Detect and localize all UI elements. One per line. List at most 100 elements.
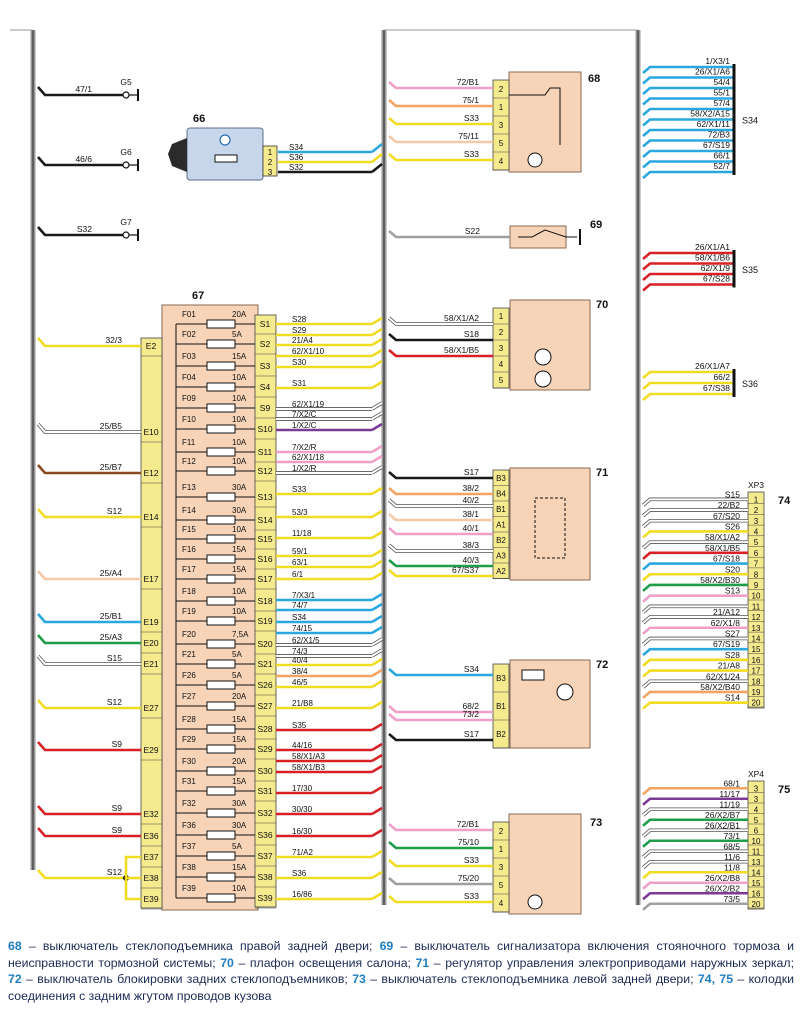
fuse-block-left-pin: E10 — [143, 427, 158, 437]
lock-72-wire — [388, 668, 493, 677]
lamp-70-pin: 1 — [499, 312, 504, 321]
fuse-block-left-pin: E32 — [143, 809, 158, 819]
bus-s35-label: S35 — [742, 265, 758, 275]
fuse-block-right-pin: S19 — [257, 616, 272, 626]
fuse-symbol — [206, 616, 236, 626]
fuse-right-wire-label: S31 — [292, 379, 307, 388]
connector-74-pin: 20 — [752, 699, 761, 708]
fuse-right-wire-label: 16/86 — [292, 890, 313, 899]
bus-s34-wire — [642, 86, 734, 95]
fuse-block-left-pin: E19 — [143, 617, 158, 627]
fuse-right-wire-label: 62/X1/18 — [292, 453, 325, 462]
switch-69-wire-label: S22 — [465, 226, 480, 236]
connector-74-pin: 11 — [752, 602, 761, 611]
mirror-71-wire — [388, 499, 493, 507]
component-66-resistor-icon — [214, 154, 238, 163]
lamp-70-pin: 2 — [499, 328, 504, 337]
connector-74-header: XP3 — [748, 480, 764, 490]
fuse-id: F31 — [182, 777, 196, 786]
connector-74-wire-label: 58/X1/A2 — [705, 532, 740, 542]
fuse-rating: 20A — [232, 692, 247, 701]
fuse-right-wire-label: 62/X1/10 — [292, 347, 325, 356]
fuse-block-right-pin: S28 — [257, 724, 272, 734]
fuse-symbol — [206, 424, 236, 434]
lock-72-wire — [388, 713, 493, 722]
bus-s36-wire — [642, 370, 734, 379]
fuse-rating: 10A — [232, 438, 247, 447]
fuse-right-wire-bend — [371, 849, 383, 859]
fuse-id: F36 — [182, 821, 196, 830]
connector-75-wire-label: 26/X2/B7 — [705, 810, 740, 820]
fuse-symbol — [206, 339, 236, 349]
connector-75-wire-label: 73/1 — [723, 831, 740, 841]
fuse-left-wire — [37, 464, 141, 475]
fuse-right-wire-label: 1/X2/C — [292, 421, 317, 430]
lock-72-pin: B2 — [496, 730, 506, 739]
fuse-id: F20 — [182, 630, 196, 639]
fuse-right-wire-label: 1/X2/R — [292, 464, 317, 473]
connector-75-wire — [642, 797, 748, 806]
connector-74-wire — [642, 605, 748, 614]
connector-75-wire — [642, 870, 748, 880]
fuse-right-wire-bend — [371, 785, 383, 795]
fuse-block-right-pin: S2 — [260, 339, 271, 349]
connector-75-pin: 3 — [754, 784, 759, 793]
fuse-right-wire-bend — [371, 614, 383, 624]
fuse-id: F18 — [182, 587, 196, 596]
switch-73-wire — [388, 859, 493, 868]
connector-74-wire — [642, 647, 748, 657]
switch-73-pin: 3 — [499, 863, 504, 872]
fuse-right-wire-bend — [371, 638, 383, 646]
fuse-id: F14 — [182, 506, 196, 515]
caption-text-0: – выключатель стеклоподъемника правой за… — [21, 939, 380, 953]
fuse-id: F19 — [182, 607, 196, 616]
fuse-rating: 30A — [232, 483, 247, 492]
connector-74-wire — [642, 626, 748, 635]
fuse-id: F32 — [182, 799, 196, 808]
bus-s34-wire-label: 57/4 — [713, 98, 730, 108]
fuse-id: F27 — [182, 692, 196, 701]
fuse-block-right-pin: S9 — [260, 403, 271, 413]
fuse-symbol — [206, 893, 236, 903]
fuse-rating: 15A — [232, 735, 247, 744]
bus-s34-wire-label: 66/1 — [713, 151, 730, 161]
fuse-block-left-pin: E37 — [143, 852, 158, 862]
connector-75-pin: 16 — [752, 889, 761, 898]
fuse-id: F11 — [182, 438, 196, 447]
fuse-rating: 10A — [232, 884, 247, 893]
fuse-block-left-pin: E12 — [143, 468, 158, 478]
connector-74-wire — [642, 690, 748, 699]
connector-74-pin: 1 — [754, 495, 759, 504]
caption-ref-1: 69 — [379, 939, 394, 953]
fuse-id: F21 — [182, 650, 196, 659]
fuse-right-wire-bend — [371, 806, 383, 816]
connector-75-pin: 10 — [752, 837, 761, 846]
switch-73-label: 73 — [590, 817, 602, 829]
switch-68-lamp-icon — [527, 152, 543, 168]
connector-74-pin: 18 — [752, 677, 761, 686]
fuse-left-wire-label: S9 — [112, 825, 123, 835]
ground-wire-label: 46/6 — [75, 154, 92, 164]
fuse-right-wire-bend — [371, 668, 383, 678]
bus-s35-wire-label: 67/S28 — [703, 274, 730, 284]
fuse-right-wire-bend — [371, 486, 383, 496]
caption-text-6: – колодки соединения с задним жгутом про… — [8, 972, 794, 1003]
fuse-right-wire-label: 44/16 — [292, 741, 313, 750]
connector-74-pin: 7 — [754, 560, 759, 569]
component-66-wire-bend — [371, 142, 383, 154]
fuse-left-wire — [37, 741, 141, 752]
mirror-71-wire-label: 38/2 — [462, 483, 479, 493]
fuse-rating: 15A — [232, 565, 247, 574]
connector-75-wire — [642, 891, 748, 901]
mirror-71-wire-label: 40/1 — [462, 523, 479, 533]
fuse-right-wire-bend — [371, 828, 383, 838]
fuse-symbol — [206, 447, 236, 457]
mirror-71-body — [509, 467, 591, 581]
connector-75-wire — [642, 881, 748, 890]
connector-75-pin: 20 — [752, 900, 761, 909]
fuse-block-left-pin: E29 — [143, 745, 158, 755]
connector-75-wire-label: 11/8 — [724, 862, 740, 872]
bus-s34-wire — [642, 149, 734, 158]
connector-74-wire-label: 67/S20 — [713, 511, 740, 521]
connector-75-wire-label: 11/6 — [724, 852, 740, 862]
